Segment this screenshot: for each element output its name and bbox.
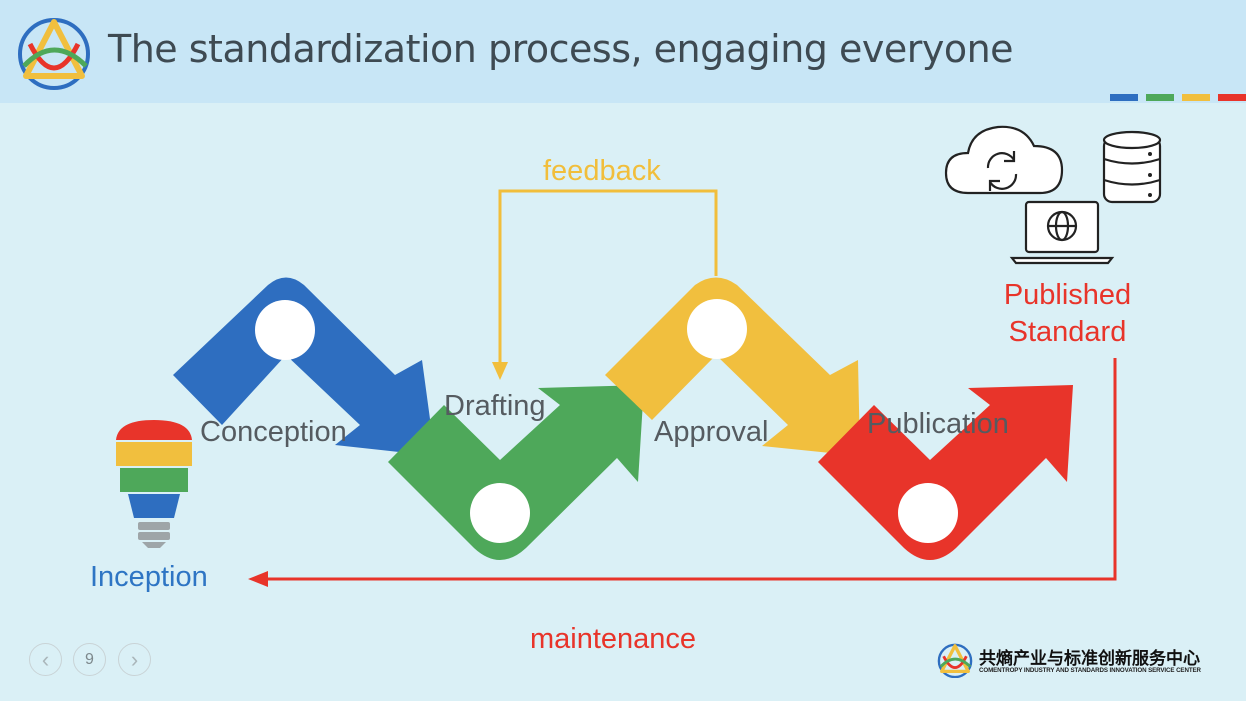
feedback-loop-line [498,189,718,365]
conception-chevron [173,277,435,456]
conception-dot [255,300,315,360]
accent-bar-yellow [1182,94,1210,101]
accent-color-bars [1110,94,1246,101]
step-label-conception: Conception [200,416,347,448]
publication-arrow [818,385,1073,560]
published-line1: Published [1003,279,1132,311]
approval-chevron [605,277,860,456]
maintenance-loop-line [264,358,1117,581]
database-icon [1102,130,1162,204]
approval-dot [687,299,747,359]
prev-slide-button[interactable]: ‹ [29,643,62,676]
maintenance-label: maintenance [530,623,697,655]
published-line2: Standard [1008,316,1127,348]
feedback-label: feedback [543,155,661,187]
drafting-dot [470,483,530,543]
step-label-approval: Approval [654,416,769,448]
page-title: The standardization process, engaging ev… [108,27,1014,71]
next-slide-button[interactable]: › [118,643,151,676]
drafting-arrow [388,385,644,560]
footer-logo: 共熵产业与标准创新服务中心 COMENTROPY INDUSTRY AND ST… [937,640,1209,680]
cloud-sync-icon [944,125,1064,195]
accent-bar-red [1218,94,1246,101]
published-standard-label: Published Standard [990,277,1145,351]
step-label-drafting: Drafting [444,390,546,422]
header-band [0,0,1246,103]
publication-dot [898,483,958,543]
accent-bar-blue [1110,94,1138,101]
step-label-publication: Publication [867,408,1009,440]
inception-label: Inception [90,561,208,593]
footer-org-en: COMENTROPY INDUSTRY AND STANDARDS INNOVA… [979,667,1201,674]
feedback-arrowhead [492,362,508,380]
accent-bar-green [1146,94,1174,101]
slide-number: 9 [73,643,106,676]
maintenance-arrowhead [248,571,268,587]
lightbulb-icon [116,420,192,548]
laptop-globe-icon [1009,200,1115,265]
logo-icon [18,18,90,90]
footer-logo-icon [937,643,973,678]
footer-org-cn: 共熵产业与标准创新服务中心 [979,649,1200,669]
